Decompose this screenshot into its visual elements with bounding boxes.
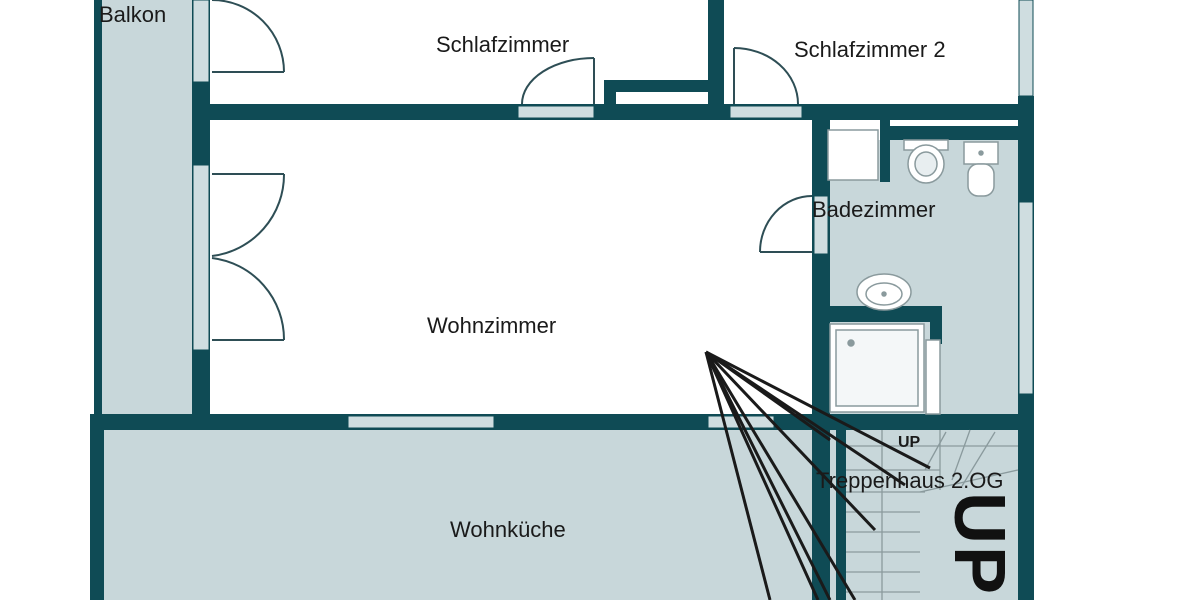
toilet-icon [903,139,949,184]
label-wohnzimmer: Wohnzimmer [427,313,557,338]
label-schlafzimmer-2: Schlafzimmer 2 [794,37,946,62]
tinted-floors [100,0,1026,600]
shower-icon [829,323,941,415]
wall-balkon-left [94,0,102,418]
window-opening-corridor-1 [517,105,595,119]
bidet-icon [963,141,999,197]
wohnkueche-floor [100,428,818,600]
balkon-floor [100,0,196,418]
label-treppenhaus: Treppenhaus 2.OG [816,468,1004,493]
sink-icon [856,273,912,311]
door-swing-icon [759,195,813,253]
label-badezimmer: Badezimmer [812,197,936,222]
window-balkon-door-mid [192,164,210,351]
window-opening-bath-door [813,195,829,255]
stair-up-small-label: UP [898,434,921,451]
wall-shower-right [930,306,942,344]
wall-bath-inner-top [884,126,1020,140]
door-swing-icon [211,257,286,341]
window-balkon-door-top [192,0,210,83]
label-wohnkueche: Wohnküche [450,517,566,542]
window-wohn-kueche-1 [347,415,495,429]
wall-shower-top [822,306,942,322]
wall-bedroom-divider [708,0,724,118]
door-swing-icon [521,57,595,105]
wall-bath-left [812,118,830,600]
wall-living-bottom [90,414,1034,430]
stair-up-large-label: UP [939,492,1019,597]
bathroom-fixtures [827,129,999,415]
door-swings [211,0,813,341]
wall-bath-inner-stub [880,120,890,182]
windows [192,0,1034,429]
wall-left-lower [90,418,104,600]
label-balkon: Balkon [99,2,167,27]
door-swing-icon [211,0,285,73]
door-swing-icon [211,173,286,257]
window-right-top [1018,0,1034,97]
wall-notch-top [604,80,716,92]
door-swing-icon [733,47,799,105]
camera-viewpoint-icon [704,350,931,600]
bath-cabinet [827,129,879,181]
window-right-mid [1018,201,1034,395]
wall-stair-inner [836,428,846,600]
window-opening-corridor-2 [729,105,803,119]
label-schlafzimmer: Schlafzimmer [436,32,570,57]
